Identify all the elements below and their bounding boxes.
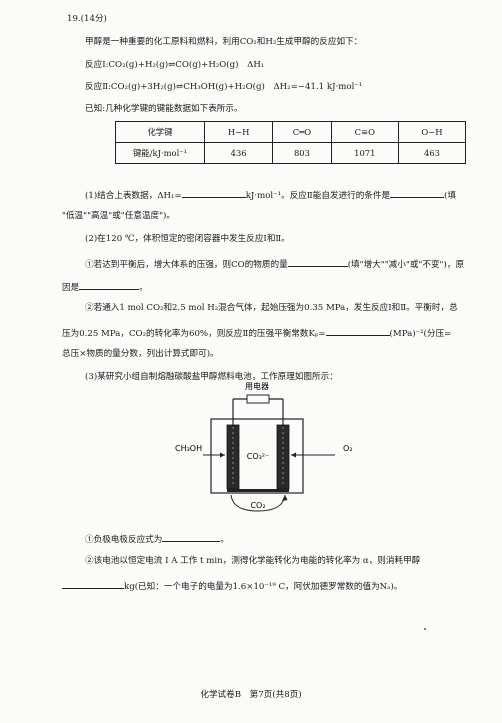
reaction-1: 反应Ⅰ:CO₂(g)+H₂(g)⇌CO(g)+H₂O(g) ΔH₁ [85, 60, 265, 70]
answer-blank[interactable] [287, 257, 348, 267]
q2-1-text-b: (填"增大""减小"或"不变")，原 [347, 260, 465, 270]
recycle-label: CO₂ [250, 501, 265, 510]
known-text: 已知:几种化学键的键能数据如下表所示。 [85, 104, 243, 114]
q2-1-text-d: 。 [139, 283, 148, 293]
table-cell: O−H [398, 121, 466, 143]
bottom-plate [227, 489, 289, 492]
q2-2-line1: ②若通入1 mol CO₂和2.5 mol H₂混合气体，起始压强为0.35 M… [85, 303, 458, 313]
q2-intro: (2)在120 ℃，体积恒定的密闭容器中发生反应Ⅰ和Ⅱ。 [85, 234, 290, 244]
q3-2-line2: kg(已知：一个电子的电量为1.6×10⁻¹⁹ C，阿伏加德罗常数的值为Nₐ)。 [62, 579, 402, 592]
table-header-row: 化学键 H−H C═O C≡O O−H [115, 121, 466, 143]
q2-1-line2: 因是 。 [62, 280, 148, 293]
speck [424, 628, 426, 630]
q2-1-text-c: 因是 [62, 283, 80, 293]
fuel-label: CH₃OH [175, 444, 202, 453]
reaction-2: 反应Ⅱ:CO₂(g)+3H₂(g)⇌CH₃OH(g)+H₂O(g) ΔH₂=−4… [85, 82, 363, 92]
bond-energy-table: 化学键 H−H C═O C≡O O−H 键能/kJ·mol⁻¹ 436 803 … [115, 121, 466, 164]
table-cell: H−H [203, 121, 274, 143]
table-cell: 1071 [330, 142, 400, 164]
answer-blank[interactable] [390, 188, 445, 198]
table-cell: C≡O [330, 121, 400, 143]
table-cell: 436 [203, 142, 274, 164]
q2-2-text-b: (MPa)⁻²(分压= [389, 329, 452, 339]
q2-2-line3: 总压×物质的量分数，列出计算式即可)。 [62, 349, 219, 359]
q2-2-text-a: 压为0.25 MPa，CO₂的转化率为60%，则反应Ⅱ的压强平衡常数Kₚ= [62, 329, 326, 339]
table-row: 键能/kJ·mol⁻¹ 436 803 1071 463 [115, 142, 466, 164]
table-cell: C═O [272, 121, 332, 143]
q1-text-c: (填 [444, 191, 457, 201]
intro-text: 甲醇是一种重要的化工原料和燃料，利用CO₂和H₂生成甲醇的反应如下： [85, 37, 363, 47]
q3-1-text-b: 。 [220, 535, 229, 545]
q1-line2: "低温""高温"或"任意温度")。 [62, 211, 176, 221]
answer-blank[interactable] [181, 188, 246, 198]
q1-text-b: kJ·mol⁻¹。反应Ⅱ能自发进行的条件是 [245, 191, 391, 201]
table-cell: 键能/kJ·mol⁻¹ [115, 142, 205, 164]
answer-blank[interactable] [162, 532, 221, 542]
oxidant-label: O₂ [343, 444, 353, 453]
appliance-resistor [246, 394, 270, 404]
cell-container [210, 418, 304, 494]
fuel-cell-diagram: 用电器 CO₃²⁻ CH₃OH O₂ CO₂ [175, 381, 353, 512]
q3-2-text: kg(已知：一个电子的电量为1.6×10⁻¹⁹ C，阿伏加德罗常数的值为Nₐ)。 [124, 582, 403, 592]
q3-intro: (3)某研究小组自制熔融碳酸盐甲醇燃料电池，工作原理如图所示： [85, 372, 338, 382]
table-cell: 463 [398, 142, 466, 164]
appliance-label: 用电器 [245, 381, 269, 391]
q3-1-text-a: ①负极电极反应式为 [85, 535, 163, 545]
question-number: 19.(14分) [67, 14, 107, 24]
answer-blank[interactable] [62, 579, 124, 589]
recycle-arrowhead [282, 495, 288, 501]
q2-1-line1: ①若达到平衡后，增大体系的压强，则CO的物质的量 (填"增大""减小"或"不变")… [85, 257, 464, 270]
page-footer: 化学试卷B 第7页(共8页) [200, 690, 302, 700]
recycle-arrow [230, 494, 286, 512]
q3-1-line: ①负极电极反应式为 。 [85, 532, 229, 545]
table-cell: 803 [272, 142, 332, 164]
q2-1-text-a: ①若达到平衡后，增大体系的压强，则CO的物质的量 [85, 260, 288, 270]
fuel-arrowhead [220, 452, 225, 458]
q1-text-a: (1)结合上表数据，ΔH₁= [85, 191, 182, 201]
q3-2-line1: ②该电池以恒定电流 I A 工作 t min，测得化学能转化为电能的转化率为 α… [85, 556, 421, 566]
table-cell: 化学键 [115, 121, 205, 143]
answer-blank[interactable] [325, 326, 390, 336]
q1-line1: (1)结合上表数据，ΔH₁= kJ·mol⁻¹。反应Ⅱ能自发进行的条件是 (填 [85, 188, 456, 201]
answer-blank[interactable] [79, 280, 140, 290]
q2-2-line2: 压为0.25 MPa，CO₂的转化率为60%，则反应Ⅱ的压强平衡常数Kₚ= (MP… [62, 326, 451, 339]
oxidant-arrowhead [291, 452, 296, 458]
electrolyte-label: CO₃²⁻ [247, 452, 270, 461]
